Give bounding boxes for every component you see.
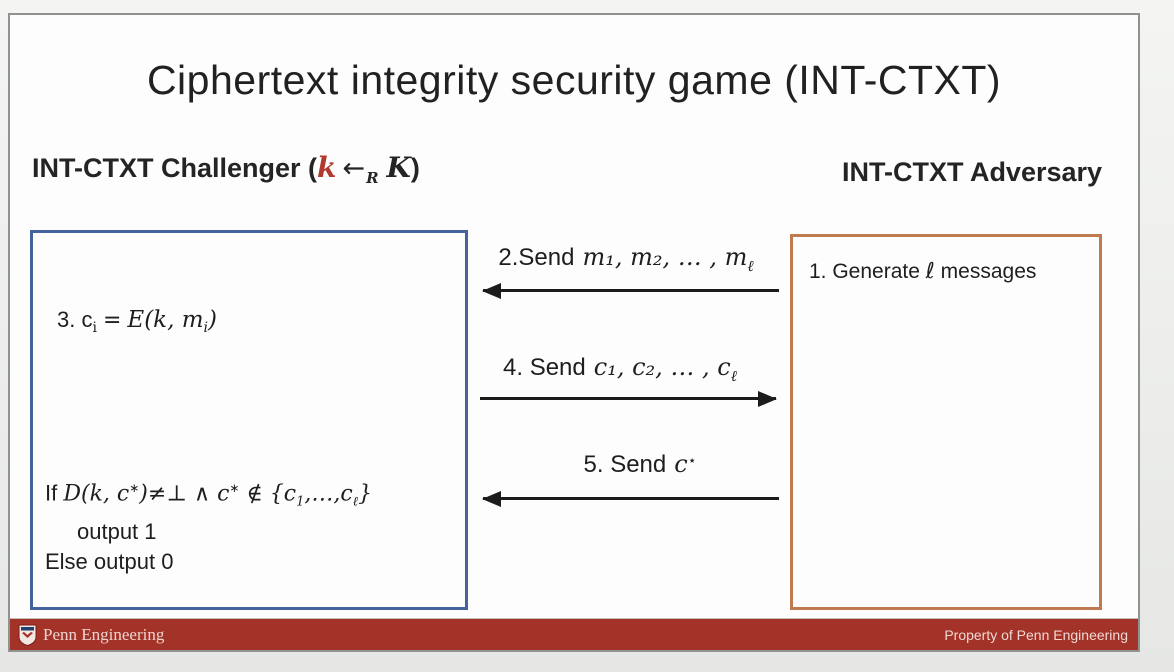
slide-title: Ciphertext integrity security game (INT-…: [146, 57, 1002, 103]
set-last-subscript: ℓ: [352, 494, 359, 510]
ell-count-variable: ℓ: [925, 259, 935, 284]
challenger-heading-close: ): [410, 153, 420, 183]
output-one-line: output 1: [77, 519, 157, 545]
not-bottom-and-expr: )≠⊥ ∧ c: [139, 481, 230, 507]
not-in-set-expr: ∉ {c: [239, 481, 297, 507]
decrypt-expr: D(k, c: [63, 481, 130, 507]
penn-engineering-brand: Penn Engineering: [18, 624, 164, 646]
send-messages-ell-subscript: ℓ: [747, 257, 754, 275]
send-ciphertexts-label: 4. Send c₁, c₂, … , cℓ: [470, 353, 770, 386]
step3-number: 3.: [57, 307, 76, 332]
equals-sign: =: [102, 308, 122, 333]
step1-text-suffix: messages: [934, 260, 1037, 283]
else-output-zero-line: Else output 0: [45, 549, 174, 575]
send-forgery-step: 5. Send: [583, 451, 667, 478]
adversary-box: 1. Generate ℓ messages: [790, 234, 1102, 610]
arrow-send-forgery: [482, 491, 779, 507]
penn-shield-icon: [18, 624, 37, 646]
arrow-send-ciphertexts: [480, 391, 777, 407]
footer-bar: Penn Engineering Property of Penn Engine…: [10, 618, 1138, 650]
arrow-line: [483, 289, 779, 292]
assign-arrow-symbol: ←: [342, 153, 366, 184]
arrowhead-left-icon: [482, 283, 501, 299]
key-variable: k: [317, 151, 337, 184]
brand-text: Penn Engineering: [43, 624, 165, 644]
arrow-line: [483, 497, 779, 500]
step1-text: 1. Generate: [809, 260, 926, 283]
send-ciphertexts-step: 4. Send: [503, 354, 586, 381]
step3-ciphertext: c: [81, 307, 93, 332]
arrowhead-right-icon: [758, 391, 777, 407]
property-note: Property of Penn Engineering: [944, 626, 1128, 643]
arrow-line: [480, 397, 776, 400]
send-forgery-math: c: [674, 450, 688, 478]
step3-encryption: 3. ci=E(k, mi): [57, 307, 217, 336]
send-forgery-star-superscript: ⋆: [687, 453, 697, 469]
challenger-heading-text: INT-CTXT Challenger (: [32, 153, 318, 183]
set-first-subscript: 1: [296, 494, 305, 510]
if-keyword: If: [45, 480, 64, 506]
condition-line: If D(k, c∗)≠⊥ ∧ c∗ ∉ {c1,…,cℓ}: [45, 473, 372, 517]
set-close-brace: }: [358, 481, 373, 507]
forged-ciphertext-star: ∗: [129, 481, 140, 495]
step3-ciphertext-subscript: i: [92, 320, 97, 336]
keyspace-variable: K: [386, 151, 411, 184]
step3-close-paren: ): [208, 307, 218, 333]
send-ciphertexts-ell-subscript: ℓ: [730, 367, 737, 385]
send-forgery-label: 5. Send c⋆: [490, 450, 790, 479]
step1-generate-messages: 1. Generate ℓ messages: [809, 259, 1036, 284]
send-ciphertexts-math: c₁, c₂, … , c: [593, 353, 731, 381]
adversary-heading: INT-CTXT Adversary: [841, 157, 1103, 187]
arrowhead-left-icon: [482, 491, 501, 507]
arrow-send-messages: [482, 283, 779, 299]
forged-ciphertext-star2: ∗: [229, 481, 240, 495]
send-messages-label: 2.Send m₁, m₂, … , mℓ: [476, 243, 776, 276]
decision-logic: If D(k, c∗)≠⊥ ∧ c∗ ∉ {c1,…,cℓ} output 1 …: [45, 473, 372, 577]
challenger-box: 3. ci=E(k, mi) If D(k, c∗)≠⊥ ∧ c∗ ∉ {c1,…: [30, 230, 468, 610]
assign-random-subscript: R: [366, 169, 379, 187]
send-messages-math: m₁, m₂, … , m: [582, 243, 748, 271]
send-messages-step: 2.Send: [498, 244, 575, 271]
slide: Ciphertext integrity security game (INT-…: [8, 13, 1140, 652]
step3-message-subscript: i: [203, 320, 209, 336]
step3-encrypt-expr: E(k, m: [127, 307, 204, 333]
set-dots-expr: ,…,c: [304, 481, 353, 507]
